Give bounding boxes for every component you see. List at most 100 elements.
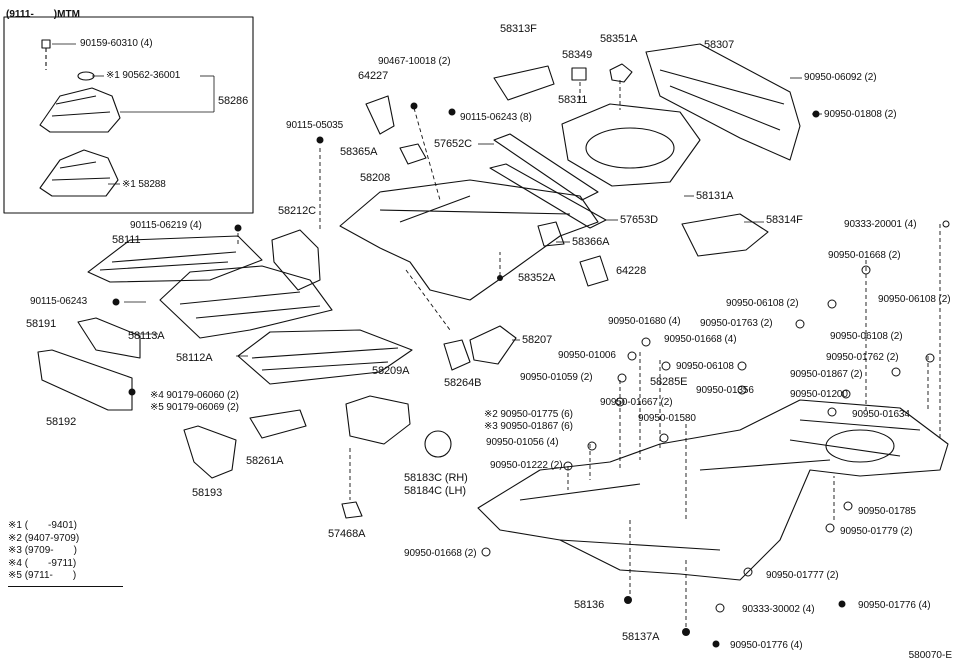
note-line: ※1 ( -9401) [8, 520, 77, 531]
callout-label: 90333-30002 (4) [742, 604, 815, 615]
mtm-inset-frame [3, 16, 254, 214]
callout-label: 58314F [766, 214, 803, 226]
plug-58351A [609, 63, 633, 83]
applicability-notes: ※1 ( -9401) ※2 (9407-9709) ※3 (9709- ) ※… [8, 520, 123, 587]
fasteners [112, 102, 846, 648]
callout-label: 58365A [340, 146, 378, 158]
callout-label: ※5 90179-06069 (2) [150, 402, 239, 413]
callout-label: 64228 [616, 265, 647, 277]
callout-label: 58351A [600, 33, 638, 45]
callout-label: 58193 [192, 487, 223, 499]
callout-label: 58192 [46, 416, 77, 428]
callout-label: 90950-01200 [790, 389, 848, 400]
callout-label: 58264B [444, 377, 482, 389]
diagram-header: (9111- )MTM [6, 9, 80, 20]
callout-label: ※3 90950-01867 (6) [484, 421, 573, 432]
callout-label: ※1 58288 [122, 179, 166, 190]
floor-pan-58208 [339, 179, 599, 301]
bracket-64228 [579, 255, 609, 287]
callout-label: 90950-01056 (4) [486, 437, 559, 448]
callout-label: ※4 90179-06060 (2) [150, 390, 239, 401]
callout-label: 58352A [518, 272, 556, 284]
callout-label: 90950-01668 (2) [828, 250, 901, 261]
callout-label: 90467-10018 (2) [378, 56, 451, 67]
callout-label: 58137A [622, 631, 660, 643]
callout-label: 58184C (LH) [404, 485, 466, 497]
callout-label: 58285E [650, 376, 688, 388]
bracket-58314F [681, 213, 769, 257]
brace-58212C [271, 229, 321, 291]
callout-label: 57468A [328, 528, 366, 540]
shift-boot-parts [39, 39, 121, 197]
callout-label: 58208 [360, 172, 391, 184]
callout-label: 58111 [112, 234, 141, 246]
callout-label: 90950-01808 (2) [824, 109, 897, 120]
callout-label: 90950-01006 [558, 350, 616, 361]
callout-label: 90950-06092 (2) [804, 72, 877, 83]
callout-label: 90950-01776 (4) [730, 640, 803, 651]
callout-label: 58366A [572, 236, 610, 248]
bracket-58261A [249, 409, 307, 439]
note-line: ※5 (9711- ) [8, 570, 77, 581]
spare-tire-pan-58311 [561, 103, 701, 187]
bracket-57468A [341, 501, 363, 519]
plug-58349 [571, 67, 587, 81]
callout-label: 58136 [574, 599, 605, 611]
callout-label: 57653D [620, 214, 658, 226]
callout-label: 90950-06108 (2) [830, 331, 903, 342]
bracket-58193 [183, 425, 237, 479]
floor-pan-58111 [87, 235, 263, 283]
callout-label: 90950-06108 (2) [726, 298, 799, 309]
callout-label: 90950-01356 [696, 385, 754, 396]
callout-label: 58307 [704, 39, 735, 51]
note-line: ※3 (9709- ) [8, 545, 77, 556]
note-line: ※4 ( -9711) [8, 557, 77, 569]
plug-58366A [537, 221, 565, 247]
callout-label: 58311 [558, 94, 588, 106]
callout-label: 90950-01867 (2) [790, 369, 863, 380]
callout-label: 90115-06243 [30, 296, 88, 307]
bracket-58209A [345, 395, 411, 445]
callout-label: 90950-01776 (4) [858, 600, 931, 611]
callout-label: 90950-01580 [638, 413, 696, 424]
callout-label: 58183C (RH) [404, 472, 468, 484]
bracket-58313F [493, 65, 555, 101]
callout-label: 58207 [522, 334, 553, 346]
callout-label: 57652C [434, 138, 472, 150]
callout-label: 90950-01668 (4) [664, 334, 737, 345]
bracket-58264B [443, 339, 471, 371]
callout-label: 64227 [358, 70, 389, 82]
callout-label: 58286 [218, 95, 249, 107]
callout-label: 58131A [696, 190, 734, 202]
diagram-code: 580070-E [908, 650, 952, 661]
floor-pan-58112A [237, 329, 413, 385]
callout-label: 58209A [372, 365, 410, 377]
seat-58183C [424, 430, 452, 458]
callout-label: ※1 90562-36001 [106, 70, 181, 81]
floor-assembly-58285E [477, 399, 949, 581]
crossmember-57653D [489, 163, 607, 229]
callout-label: 58212C [278, 205, 316, 217]
callout-label: 90950-01667 (2) [600, 397, 673, 408]
callout-label: 58113A [128, 330, 165, 342]
bracket-58191 [77, 317, 141, 359]
callout-label: 90115-06243 (8) [460, 112, 532, 123]
callout-label: 90333-20001 (4) [844, 219, 917, 230]
panel-58113A [159, 265, 333, 339]
bracket-64227 [365, 95, 395, 135]
plug-58365A [399, 143, 427, 165]
callout-label: 58261A [246, 455, 284, 467]
callout-label: 90950-06108 (2) [878, 294, 951, 305]
callout-label: 58313F [500, 23, 537, 35]
callout-label: 90950-01680 (4) [608, 316, 681, 327]
callout-label: 90950-01059 (2) [520, 372, 593, 383]
callout-label: 90950-01668 (2) [404, 548, 477, 559]
callout-label: 58349 [562, 49, 593, 61]
note-line: ※2 (9407-9709) [8, 532, 80, 544]
callout-label: 90950-01779 (2) [840, 526, 913, 537]
callout-label: 90950-06108 [676, 361, 734, 372]
callout-label: 90950-01763 (2) [700, 318, 773, 329]
reinforcement-58192 [37, 349, 133, 411]
grommets [481, 220, 950, 613]
callout-label: 90115-06219 (4) [130, 220, 202, 231]
